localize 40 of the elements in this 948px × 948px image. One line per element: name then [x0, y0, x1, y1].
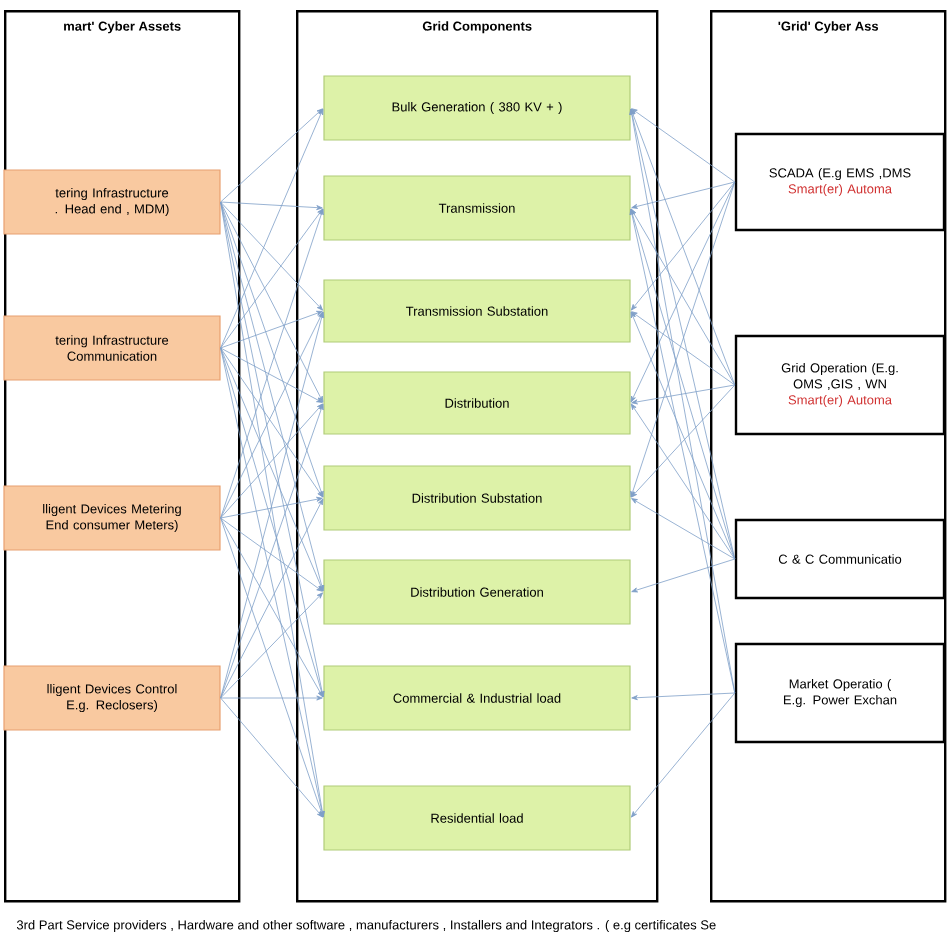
arrow	[220, 592, 323, 699]
arrow	[220, 201, 325, 698]
arrow	[220, 201, 323, 311]
arrow	[631, 384, 736, 498]
arrow	[631, 498, 736, 560]
arrow	[220, 311, 324, 519]
arrow	[220, 697, 324, 818]
arrow	[220, 201, 324, 403]
arrow	[220, 347, 323, 403]
arrow	[220, 496, 323, 519]
arrow	[220, 108, 324, 349]
arrow	[220, 347, 324, 592]
arrow	[220, 517, 323, 592]
arrow	[630, 181, 736, 403]
arrow	[220, 201, 325, 592]
arrow	[630, 692, 736, 818]
arrow	[220, 201, 325, 818]
arrow	[220, 403, 324, 699]
arrow	[631, 384, 736, 405]
arrow	[629, 208, 736, 694]
arrow	[220, 695, 323, 701]
arrow	[220, 347, 324, 498]
arrow	[629, 108, 736, 560]
arrow	[220, 208, 324, 349]
arrow	[629, 108, 736, 694]
arrow	[630, 181, 736, 311]
arrow	[220, 403, 324, 519]
arrow	[631, 108, 736, 183]
arrow	[631, 558, 736, 593]
arrow	[631, 181, 736, 209]
arrow	[630, 403, 736, 560]
arrow	[631, 311, 736, 386]
arrow	[630, 181, 736, 498]
arrow	[630, 311, 736, 560]
arrow	[220, 108, 323, 203]
arrow	[220, 310, 323, 349]
arrow	[631, 692, 736, 701]
arrow	[630, 208, 736, 386]
arrow	[220, 201, 323, 211]
arrow	[220, 517, 324, 818]
